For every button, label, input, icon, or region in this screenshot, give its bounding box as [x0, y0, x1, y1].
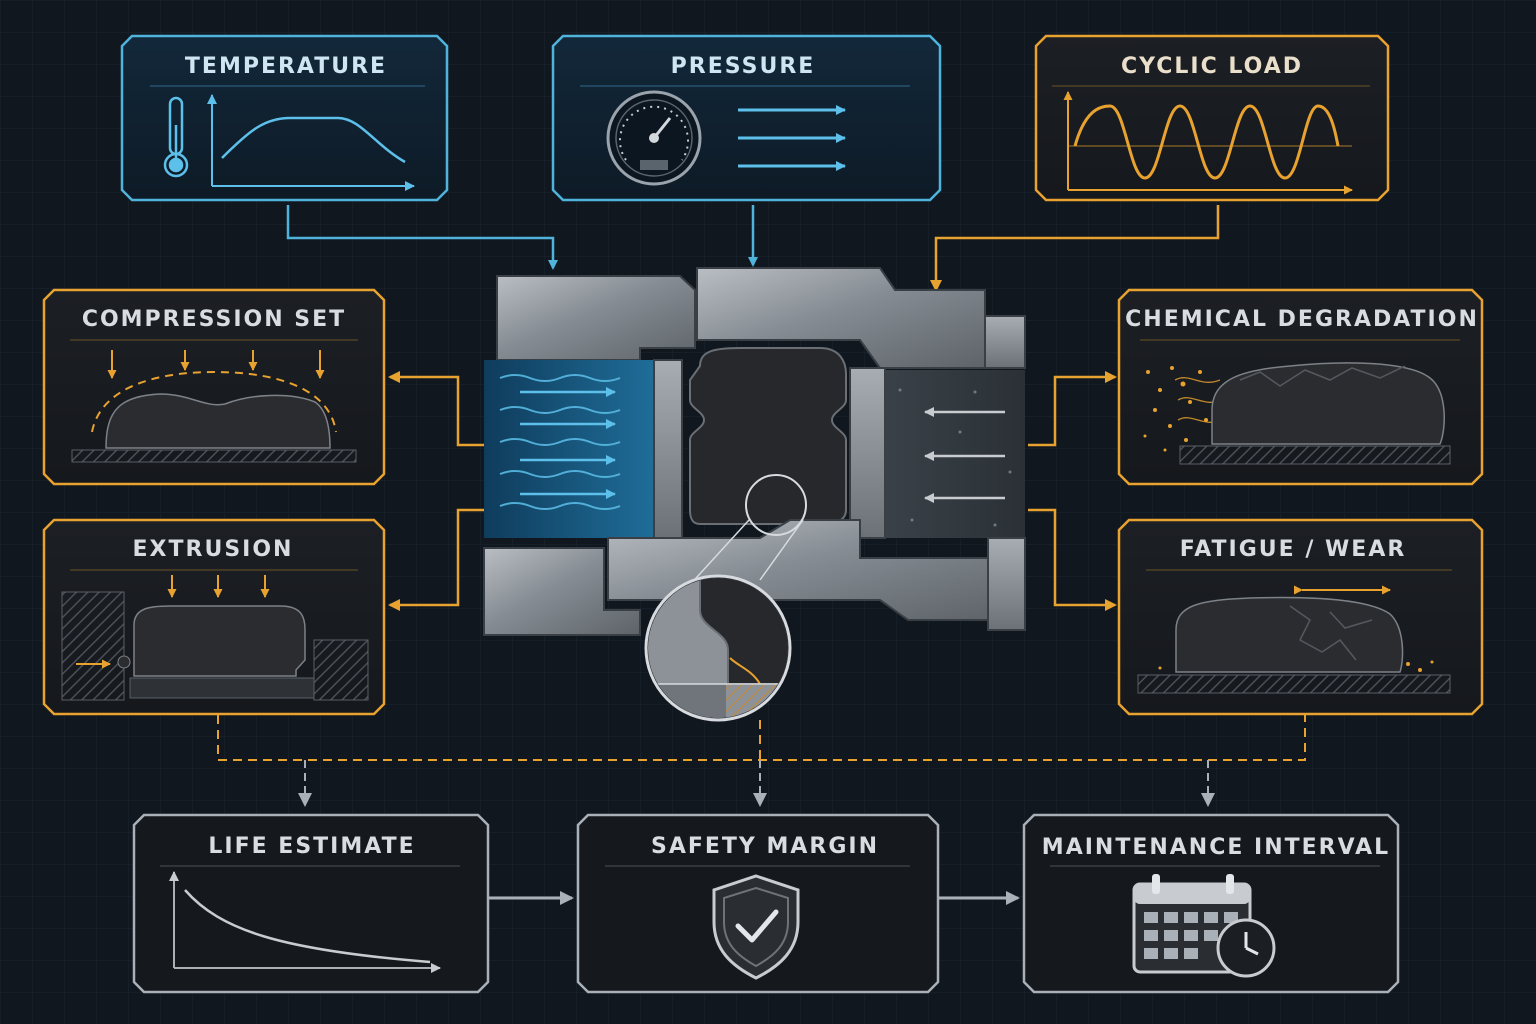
compression-base	[71, 449, 357, 463]
chemical-attack-particles	[1143, 366, 1208, 452]
wear-debris	[1158, 660, 1434, 672]
pressure-arrows	[738, 105, 846, 171]
worn-seal	[1175, 596, 1404, 673]
extrusion-arrows	[76, 575, 270, 669]
cyclic-load-plot	[1063, 91, 1353, 195]
chemical-exposure-region	[885, 370, 1025, 538]
life-curve-plot	[169, 871, 441, 973]
fluid-pressure-arrows	[520, 387, 616, 499]
fatigue-base	[1137, 674, 1451, 694]
chemical-base	[1179, 445, 1451, 465]
cyclic-load-label: CYCLIC LOAD	[1121, 54, 1303, 79]
compression-arrows	[107, 350, 325, 379]
maintenance-interval-panel: MAINTENANCE INTERVAL	[1022, 813, 1400, 994]
temperature-curve-plot	[207, 94, 415, 191]
input-connectors	[286, 205, 1220, 292]
calendar-clock-icon	[1132, 874, 1276, 978]
detail-magnifier	[644, 574, 792, 722]
extrusion-right-wall	[313, 639, 369, 701]
safety-margin-panel: SAFETY MARGIN	[576, 813, 940, 994]
mode-connectors	[388, 371, 1117, 611]
aggregation-connectors	[217, 715, 1306, 761]
thermometer-icon	[163, 96, 189, 178]
detail-callout-ring	[745, 474, 807, 536]
safety-margin-label: SAFETY MARGIN	[651, 834, 879, 859]
temperature-panel: TEMPERATURE	[120, 34, 449, 202]
chemical-degradation-panel: CHEMICAL DEGRADATION	[1117, 288, 1484, 486]
chemical-inflow-arrows	[924, 407, 1005, 503]
chemical-degradation-label: CHEMICAL DEGRADATION	[1125, 307, 1479, 332]
compressed-seal	[105, 393, 331, 449]
pressure-label: PRESSURE	[671, 54, 816, 79]
maintenance-interval-label: MAINTENANCE INTERVAL	[1042, 835, 1390, 860]
cyclic-load-panel: CYCLIC LOAD	[1034, 34, 1390, 202]
fluid-pressure-region	[484, 360, 654, 538]
life-estimate-panel: LIFE ESTIMATE	[132, 813, 490, 994]
pressure-panel: PRESSURE	[551, 34, 942, 202]
life-estimate-label: LIFE ESTIMATE	[208, 834, 415, 859]
extrusion-panel: EXTRUSION	[42, 518, 386, 716]
extrusion-label: EXTRUSION	[133, 537, 294, 562]
compression-set-label: COMPRESSION SET	[82, 307, 346, 332]
extrusion-base	[129, 677, 315, 699]
extrusion-left-wall	[61, 591, 125, 701]
extruded-seal	[133, 605, 306, 677]
degraded-seal	[1211, 362, 1445, 445]
fatigue-wear-panel: FATIGUE / WEAR	[1117, 518, 1484, 716]
shield-check-icon	[712, 874, 800, 980]
output-drop-connectors	[298, 760, 1215, 807]
seal-assembly	[483, 267, 1026, 722]
temperature-label: TEMPERATURE	[185, 54, 387, 79]
elastomer-seal	[689, 347, 847, 525]
compression-set-panel: COMPRESSION SET	[42, 288, 386, 486]
fatigue-wear-label: FATIGUE / WEAR	[1180, 537, 1407, 562]
gauge-icon	[606, 90, 702, 186]
